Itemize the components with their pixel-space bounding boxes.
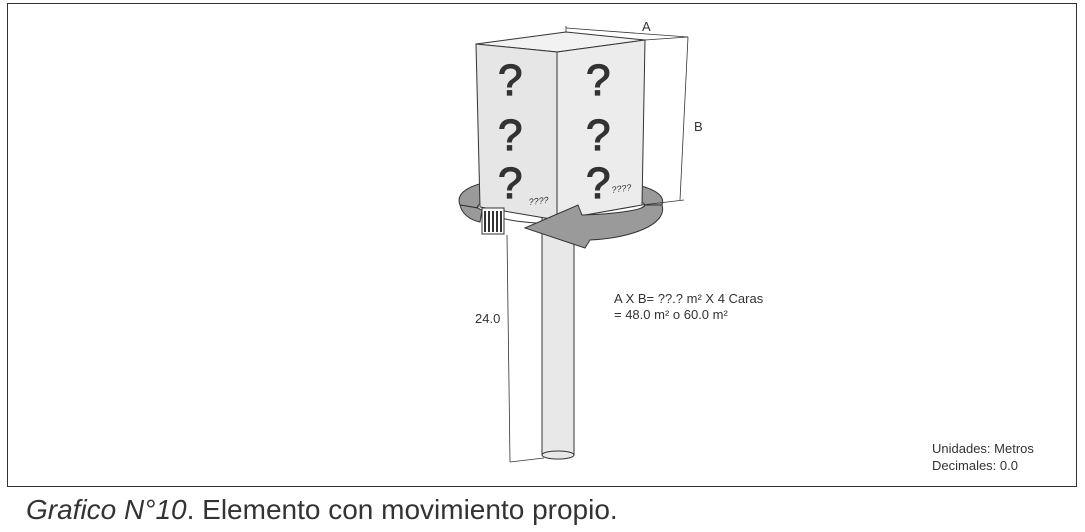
decimals-label: Decimales: 0.0: [932, 458, 1018, 473]
face-mark: ?: [586, 56, 610, 105]
units-info: Unidades: Metros Decimales: 0.0: [932, 440, 1072, 474]
face-mark: ?: [498, 111, 522, 160]
figure-caption: Grafico N°10. Elemento con movimiento pr…: [26, 492, 618, 528]
formula-line2: = 48.0 m² o 60.0 m²: [614, 307, 728, 322]
dimension-lines: [506, 26, 689, 463]
height-label: 24.0: [475, 311, 500, 326]
caption-lead: Grafico N°10: [26, 494, 187, 525]
face-mark: ?: [498, 56, 522, 105]
pole: [541, 214, 575, 460]
billboard-box: [475, 31, 646, 221]
caption-text: . Elemento con movimiento propio.: [186, 494, 618, 525]
small-label-right: ????: [611, 182, 632, 195]
small-label-left: ????: [528, 195, 549, 207]
units-label: Unidades: Metros: [932, 441, 1034, 456]
billboard-diagram: ? ? ? ? ? ? ???? ???? A B 24.0 A: [458, 19, 764, 463]
face-mark: ?: [586, 159, 610, 208]
face-mark: ?: [586, 111, 610, 160]
face-mark: ?: [498, 159, 522, 208]
rotation-arrow-front: [459, 204, 664, 249]
dimension-a-label: A: [642, 19, 651, 34]
dimension-b-label: B: [694, 119, 703, 134]
formula-line1: A X B= ??.? m² X 4 Caras: [614, 291, 764, 306]
face-marks: ? ? ? ? ? ? ???? ????: [497, 55, 632, 208]
